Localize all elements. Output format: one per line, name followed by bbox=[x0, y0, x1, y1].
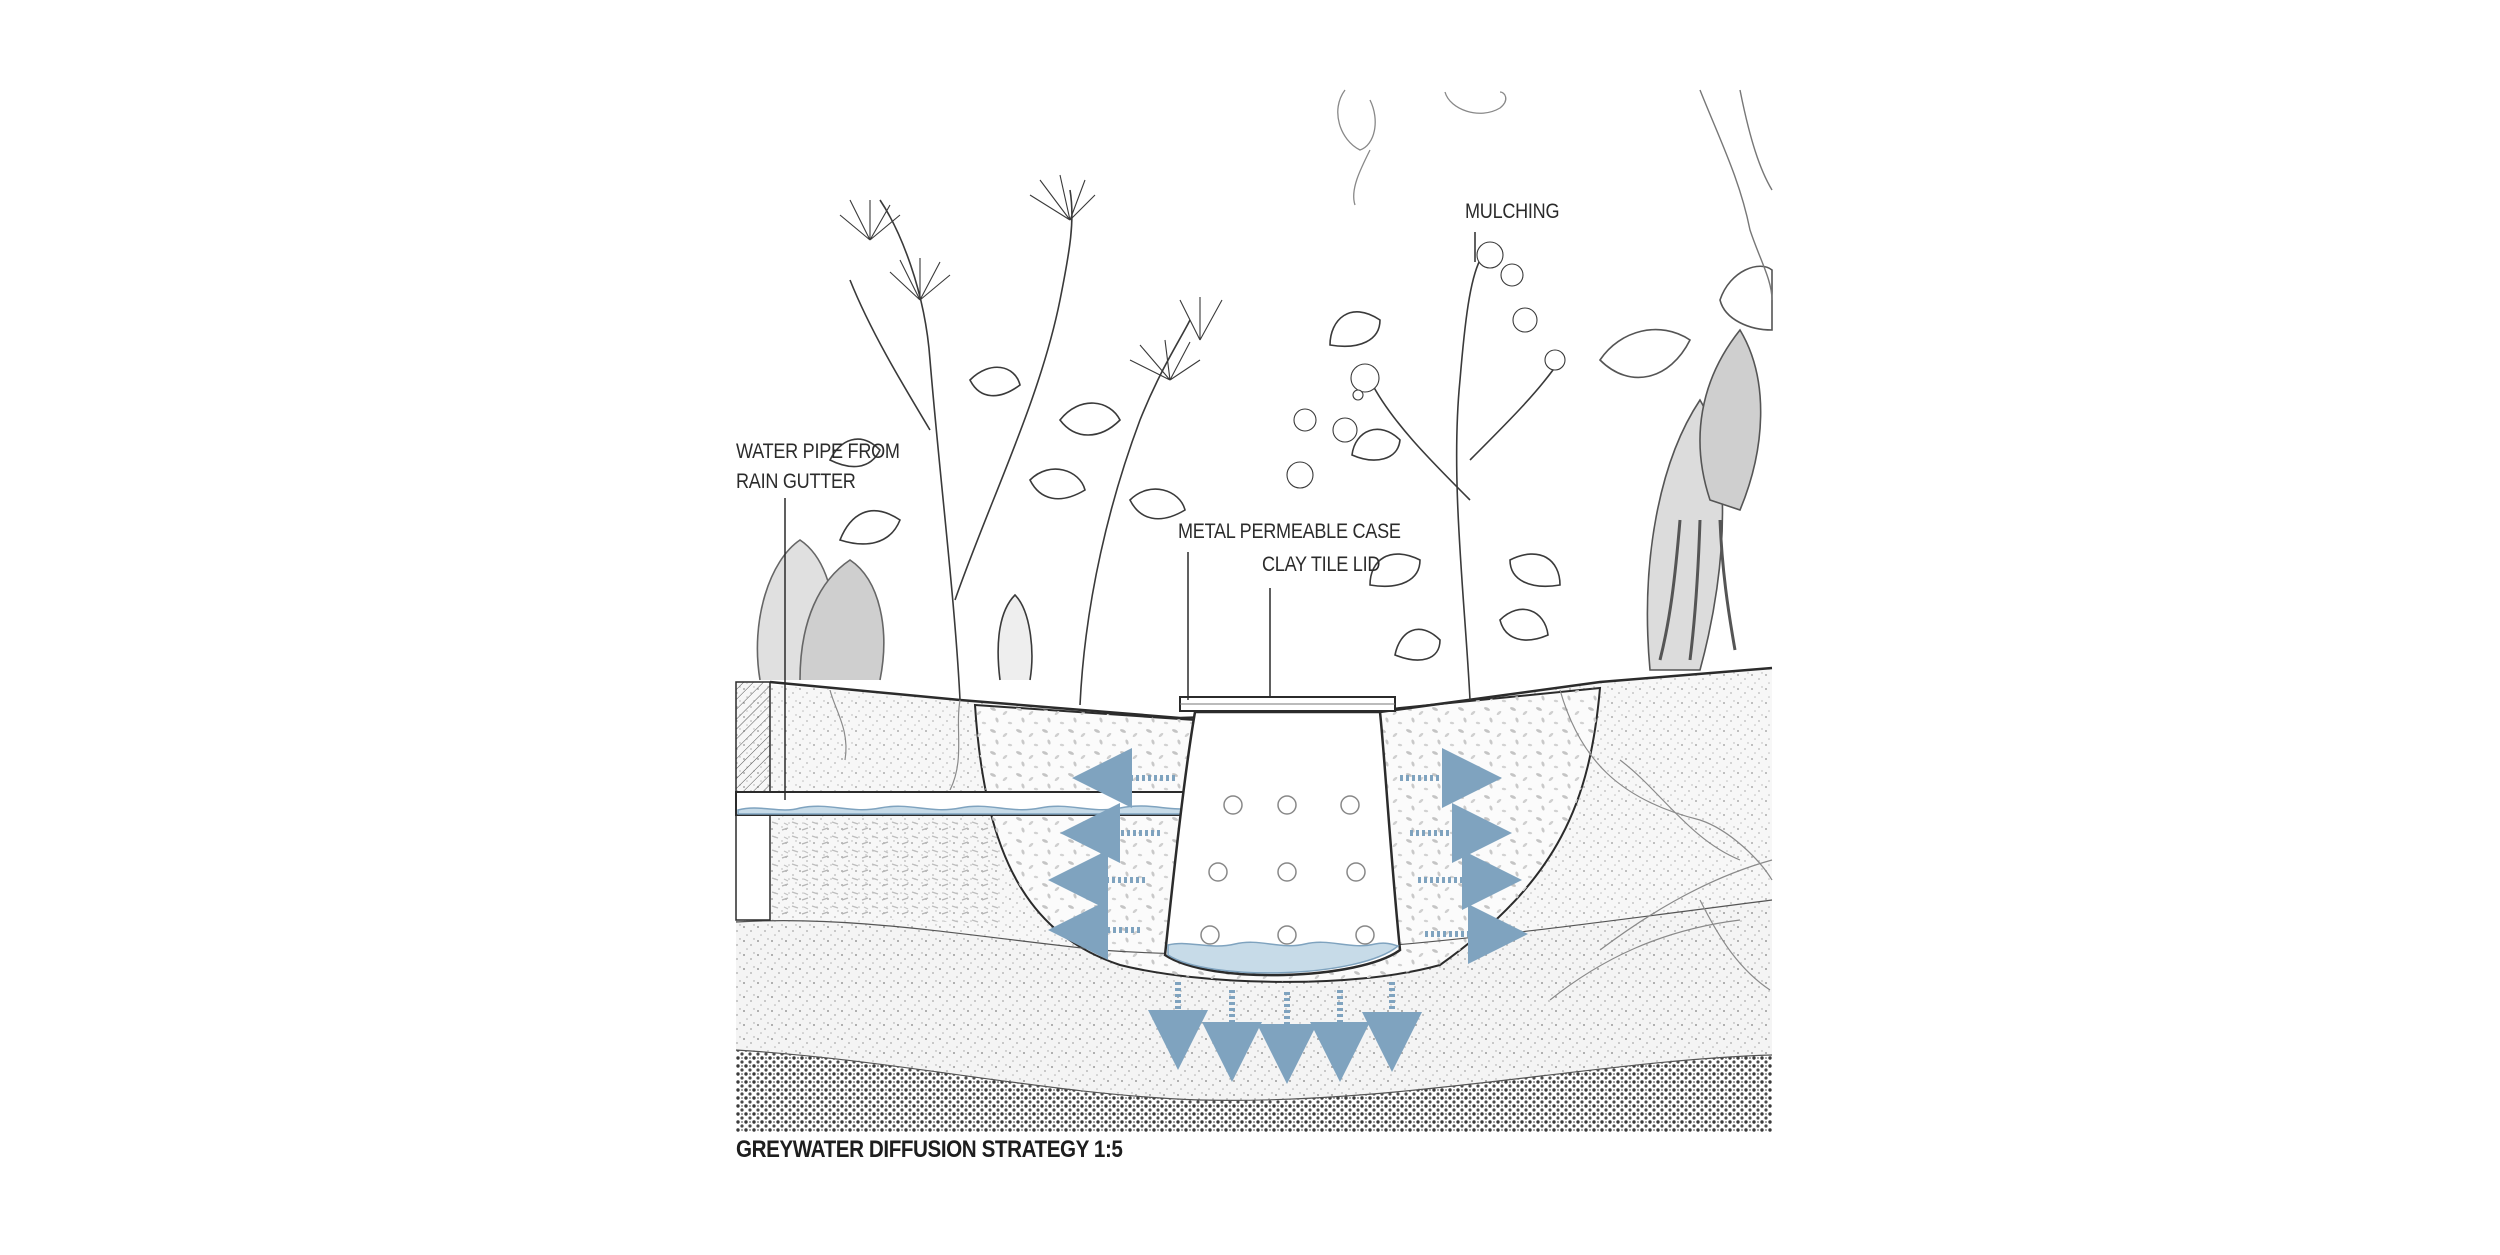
label-water-pipe-line2: RAIN GUTTER bbox=[736, 470, 856, 493]
clay-tile-lid bbox=[1179, 696, 1396, 712]
diffusion-arrows bbox=[1048, 748, 1528, 1084]
roots bbox=[829, 689, 1773, 1001]
plants-left bbox=[756, 174, 1223, 706]
label-water-pipe-line1: WATER PIPE FROM bbox=[736, 440, 900, 463]
wall-section bbox=[735, 681, 771, 793]
label-clay-lid: CLAY TILE LID bbox=[1262, 553, 1381, 576]
label-mulching: MULCHING bbox=[1465, 200, 1560, 223]
metal-permeable-case bbox=[1163, 710, 1402, 977]
diagram-caption: GREYWATER DIFFUSION STRATEGY 1:5 bbox=[736, 1136, 1123, 1163]
leader-lines bbox=[784, 232, 1476, 800]
dense-base-layer bbox=[736, 1050, 1772, 1132]
plants-right bbox=[1286, 89, 1773, 701]
label-metal-case: METAL PERMEABLE CASE bbox=[1178, 520, 1401, 543]
